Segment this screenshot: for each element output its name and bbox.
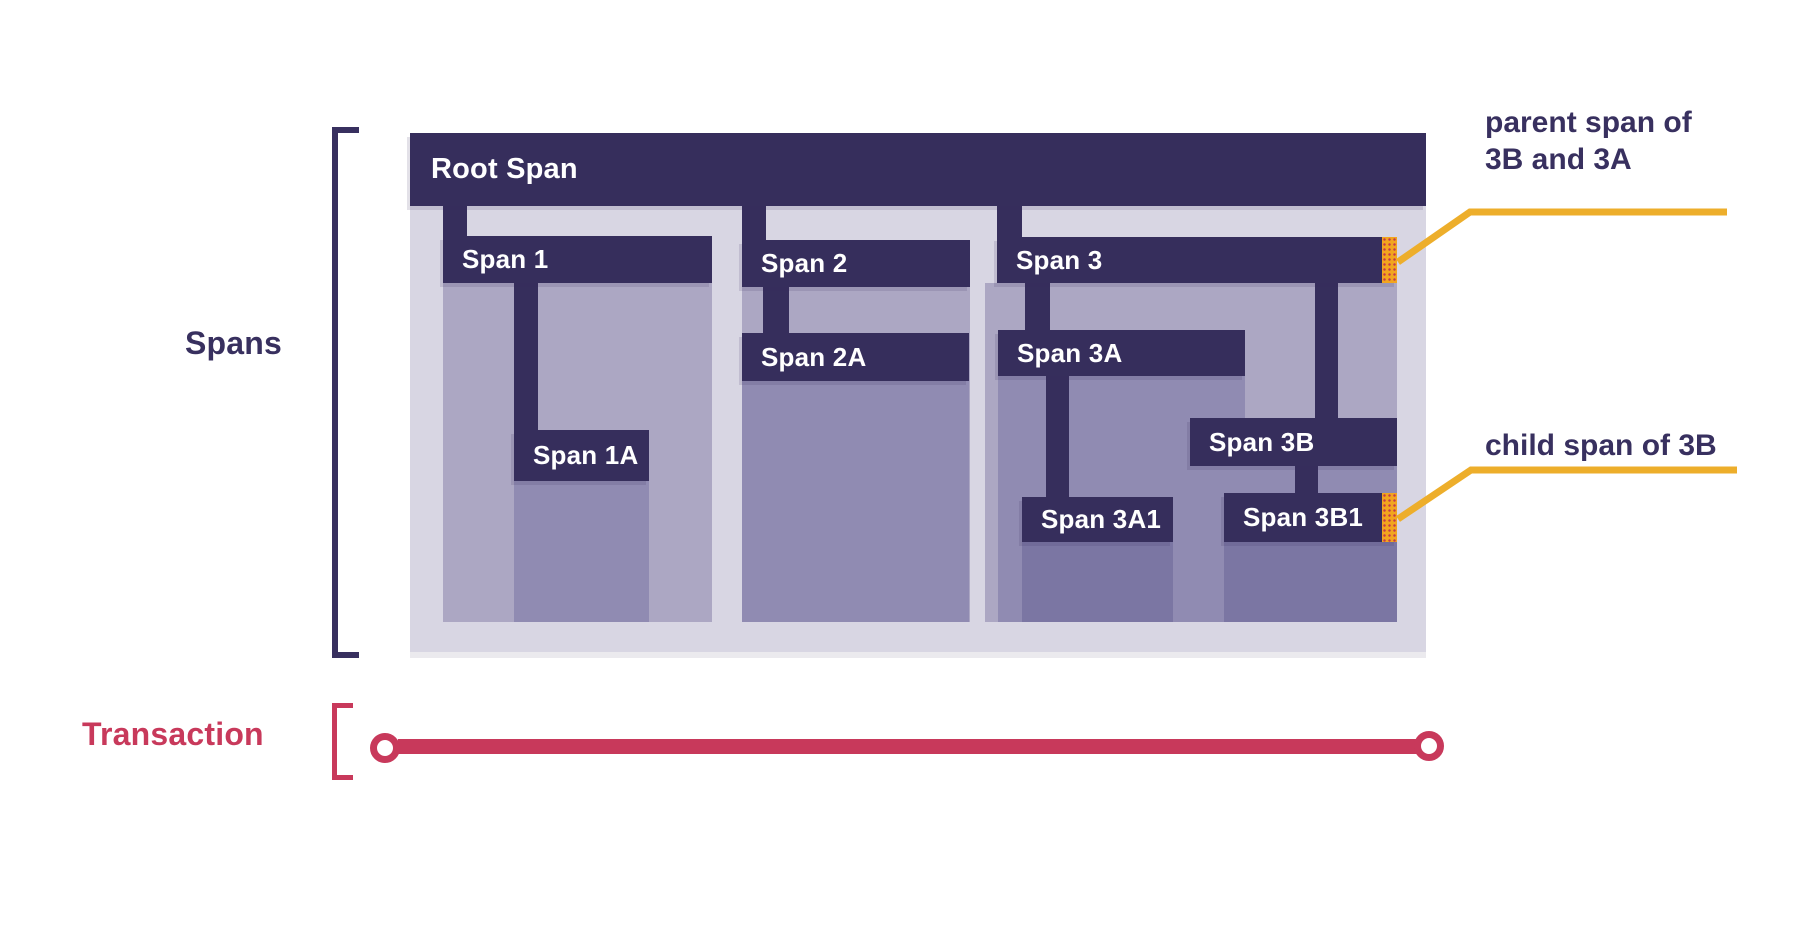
connector-span3b-span3b1	[1295, 466, 1318, 495]
span-bar-3: Span 3	[997, 237, 1397, 283]
connector-root-span2	[742, 206, 766, 242]
annotation-parent-span: parent span of 3B and 3A	[1485, 104, 1692, 178]
transaction-label: Transaction	[82, 716, 264, 752]
span3a1-duration	[1022, 542, 1173, 622]
span-bar-2-label: Span 2	[761, 248, 848, 278]
spans-bracket	[332, 127, 359, 658]
span-bar-3a: Span 3A	[998, 330, 1245, 376]
annotation-parent-line2: 3B and 3A	[1485, 143, 1632, 176]
span2a-duration	[742, 381, 969, 622]
connector-root-span1	[443, 206, 467, 238]
connector-span2-span2a	[763, 287, 789, 335]
span-bar-3b1-label: Span 3B1	[1243, 502, 1364, 532]
span-bar-3a-label: Span 3A	[1017, 337, 1123, 368]
connector-span3-span3a	[1025, 283, 1050, 332]
connector-span3a-span3a1	[1046, 376, 1069, 499]
span-bar-3-label: Span 3	[1016, 244, 1103, 275]
span-bar-3a1: Span 3A1	[1022, 497, 1173, 542]
leader-line-parent	[1396, 208, 1727, 265]
span-bar-root: Root Span	[410, 133, 1426, 206]
span-bar-3b1: Span 3B1	[1224, 493, 1397, 542]
transaction-timeline	[398, 739, 1420, 754]
connector-span3-span3b	[1315, 283, 1338, 420]
span-bar-2a: Span 2A	[742, 333, 969, 381]
connector-span1-span1a	[514, 283, 538, 433]
highlight-marker-span3b1-child	[1382, 493, 1397, 542]
annotation-child-span: child span of 3B	[1485, 429, 1717, 462]
span-bar-2a-label: Span 2A	[761, 341, 867, 372]
span3b1-duration	[1224, 542, 1397, 622]
annotation-parent-line1: parent span of	[1485, 106, 1692, 139]
leader-line-child	[1396, 466, 1737, 522]
span-bar-1-label: Span 1	[462, 244, 549, 274]
connector-root-span3	[997, 206, 1022, 239]
transaction-bracket	[332, 703, 353, 780]
span-bar-3b: Span 3B	[1190, 418, 1397, 466]
span-bar-1a: Span 1A	[514, 430, 649, 481]
span-bar-1: Span 1	[443, 236, 712, 283]
transaction-start-dot	[370, 733, 400, 763]
span-bar-1a-label: Span 1A	[533, 440, 639, 470]
span-bar-3b-label: Span 3B	[1209, 426, 1315, 457]
span1a-duration	[514, 481, 649, 622]
highlight-marker-span3-parent	[1382, 237, 1397, 283]
span-bar-3a1-label: Span 3A1	[1041, 504, 1162, 534]
transaction-end-dot	[1414, 731, 1444, 761]
spans-label: Spans	[185, 325, 283, 361]
span-bar-2: Span 2	[742, 240, 970, 287]
span-bar-root-label: Root Span	[431, 153, 578, 185]
